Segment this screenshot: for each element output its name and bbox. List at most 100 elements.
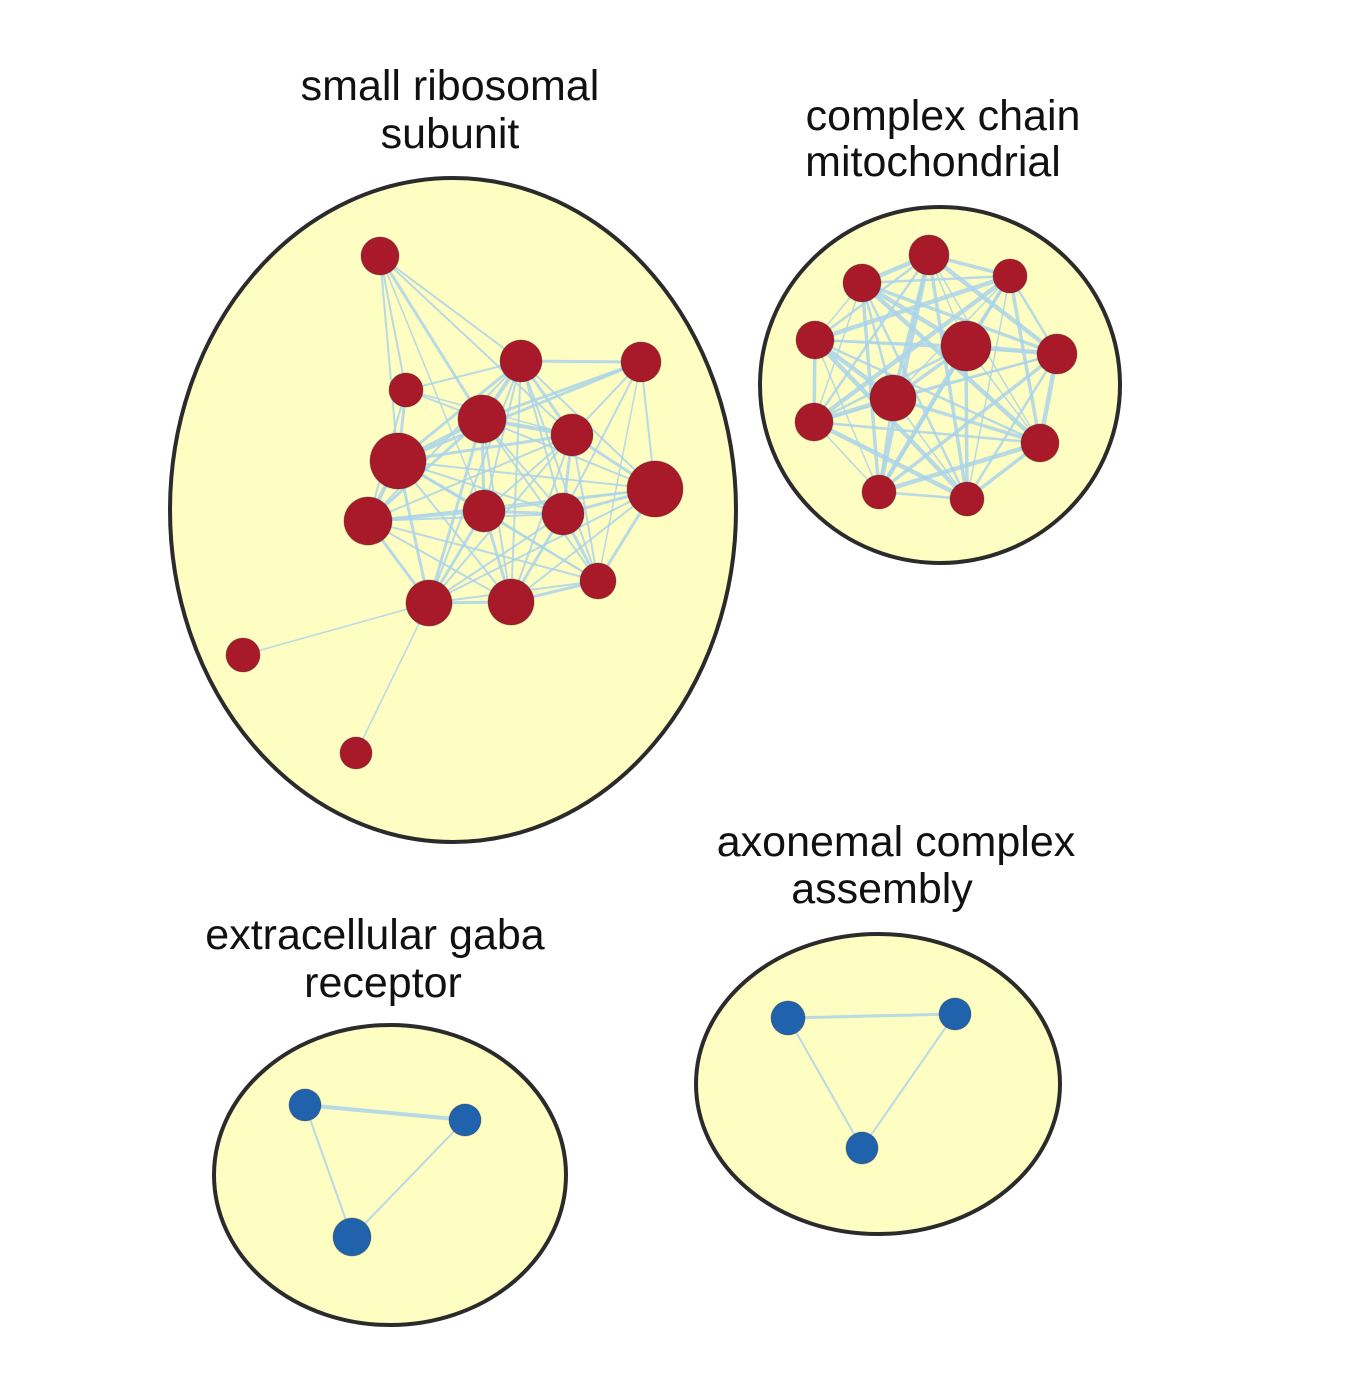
network-node [908,234,950,276]
network-edge [397,460,512,603]
network-edge [378,254,484,421]
edge-layer [303,1103,467,1238]
cluster-label-line: small ribosomal [301,62,600,110]
network-edge [876,343,969,495]
network-node [339,736,373,770]
network-edge [379,255,522,362]
network-node [869,374,917,422]
network-node [794,402,834,442]
network-edge [965,352,1059,501]
network-edge [242,602,430,656]
network-node [620,341,662,383]
network-edge [510,434,573,603]
cluster-label-line: mitochondrial [805,138,1061,186]
network-edge [811,419,970,502]
cluster-label-line: axonemal complex [717,818,1076,866]
network-edge [351,1119,466,1238]
cluster-boundary [212,1023,568,1327]
network-edge [597,361,642,582]
network-edge [355,602,430,754]
network-node [288,1088,322,1122]
network-edge [396,433,574,463]
network-edge [813,282,863,423]
network-edge [428,360,522,604]
network-node [487,578,535,626]
network-node [388,372,424,408]
network-node [845,1131,879,1165]
cluster-extracellular-gaba-receptor: extracellular gaba receptor [205,911,568,1327]
cluster-small-ribosomal-subunit: small ribosomal subunit [168,62,738,844]
network-edge [379,255,573,436]
cluster-boundary [694,932,1062,1236]
network-node [842,263,882,303]
network-node [795,320,835,360]
network-edge [520,360,564,515]
node-layer [770,997,972,1165]
network-edge [811,273,1013,425]
network-node [343,496,393,546]
network-edge [562,361,642,515]
edge-layer [811,252,1060,502]
network-edge [786,1012,957,1020]
cluster-boundary [168,176,738,844]
edge-layer [786,1012,957,1149]
network-node [550,413,594,457]
network-node [448,1103,482,1137]
network-node [541,492,585,536]
network-edge [367,520,512,603]
network-edge [876,440,1043,495]
network-node [1020,423,1060,463]
network-edge [367,520,599,582]
network-node [369,432,427,490]
network-edge [814,339,880,493]
network-edge [510,488,656,603]
network-node [405,579,453,627]
network-edge [396,360,643,463]
network-node [225,637,261,673]
node-layer [288,1088,482,1257]
network-node [462,489,506,533]
network-node [1036,333,1078,375]
network-node [940,320,992,372]
network-edge [812,420,1042,445]
network-edge [813,338,1042,445]
cluster-axonemal-complex-assembly: axonemal complex assembly [694,818,1076,1236]
network-edge [876,252,932,495]
node-layer [225,236,684,770]
network-edge [303,1103,467,1122]
cluster-complex-chain-mitochondrial: complex chain mitochondrial [758,92,1122,565]
network-edge [812,273,1013,343]
network-node [938,997,972,1031]
network-edge [1008,274,1042,445]
network-node [360,236,400,276]
network-edge [397,460,656,490]
cluster-label-line: receptor [304,959,462,1007]
network-edge [367,434,573,522]
network-edge [891,396,1042,445]
network-edge [812,253,931,424]
network-edge [787,1017,863,1149]
network-edge [483,360,522,512]
network-edge [860,281,1059,356]
network-edge [379,255,407,391]
network-edge [860,274,1012,285]
network-node [332,1217,372,1257]
network-node [457,394,507,444]
network-node [770,1000,806,1036]
network-edge [861,1013,956,1149]
network-node [626,460,684,518]
network-node [579,562,617,600]
network-node [861,474,897,510]
cluster-label-line: complex chain [806,92,1081,140]
network-edge [428,513,564,604]
network-edge [483,510,599,582]
network-node [992,258,1028,294]
network-edge [304,1104,353,1238]
network-node [499,339,543,383]
network-node [949,481,985,517]
network-edge [860,281,881,494]
node-layer [794,234,1078,517]
cluster-label-line: extracellular gaba [205,911,545,959]
cluster-label-line: assembly [791,865,973,913]
